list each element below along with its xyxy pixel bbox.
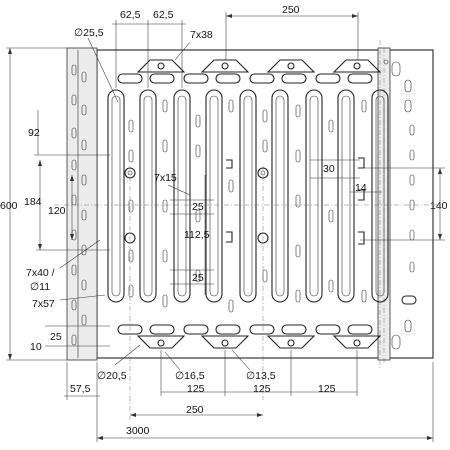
dim-bottom-250: 250 (186, 404, 204, 416)
dim-hole-13-5: ∅13,5 (246, 370, 276, 382)
dim-right-30: 30 (323, 163, 335, 175)
left-rail-slots (71, 64, 87, 346)
dim-left-184: 184 (24, 196, 42, 208)
top-hanging-tabs (136, 59, 389, 73)
dim-hole-11: ∅11 (30, 281, 50, 293)
dim-bottom-125-b: 125 (253, 383, 271, 395)
centerlines (54, 40, 440, 420)
bottom-hanging-tabs (136, 335, 382, 349)
long-vertical-slots (107, 89, 389, 303)
dim-right-140: 140 (430, 200, 448, 212)
dim-left-120: 120 (48, 205, 66, 217)
dim-slot-7x15: 7x15 (154, 172, 177, 184)
dim-bottom-125-a: 125 (187, 383, 205, 395)
dim-bottom-57-5: 57,5 (70, 383, 91, 395)
dim-mid-112-5: 112,5 (184, 229, 210, 241)
dimension-lines (6, 12, 445, 442)
bottom-edge-slots (117, 324, 373, 335)
dim-hole-25-5: ∅25,5 (74, 27, 104, 39)
dimension-labels: 62,5 62,5 250 ∅25,5 7x38 92 600 184 120 … (0, 4, 448, 437)
bracket-features (226, 157, 365, 245)
dim-bottom-125-c: 125 (318, 383, 336, 395)
dim-slot-7x38: 7x38 (190, 29, 213, 41)
dim-left-92: 92 (28, 127, 40, 139)
dim-slot-7x40: 7x40 / (26, 267, 55, 279)
dim-right-14: 14 (355, 182, 367, 194)
left-side-rail (66, 47, 98, 361)
dim-bottom-3000: 3000 (126, 425, 150, 437)
dim-top-62-5-b: 62,5 (153, 9, 174, 21)
dim-hole-20-5: ∅20,5 (97, 370, 127, 382)
tray-panel (54, 40, 440, 420)
dim-mid-25-b: 25 (192, 272, 204, 284)
top-edge-slots (117, 73, 373, 84)
dim-top-250: 250 (282, 4, 300, 16)
small-vertical-slots (128, 99, 367, 313)
dim-left-10: 10 (30, 341, 42, 353)
dim-left-25: 25 (50, 331, 62, 343)
right-rail-slots (391, 61, 417, 350)
dim-left-600: 600 (0, 200, 18, 212)
dim-hole-16-5: ∅16,5 (175, 370, 205, 382)
dim-mid-25-a: 25 (192, 201, 204, 213)
dim-top-62-5-a: 62,5 (120, 9, 141, 21)
dim-slot-7x57: 7x57 (32, 298, 55, 310)
